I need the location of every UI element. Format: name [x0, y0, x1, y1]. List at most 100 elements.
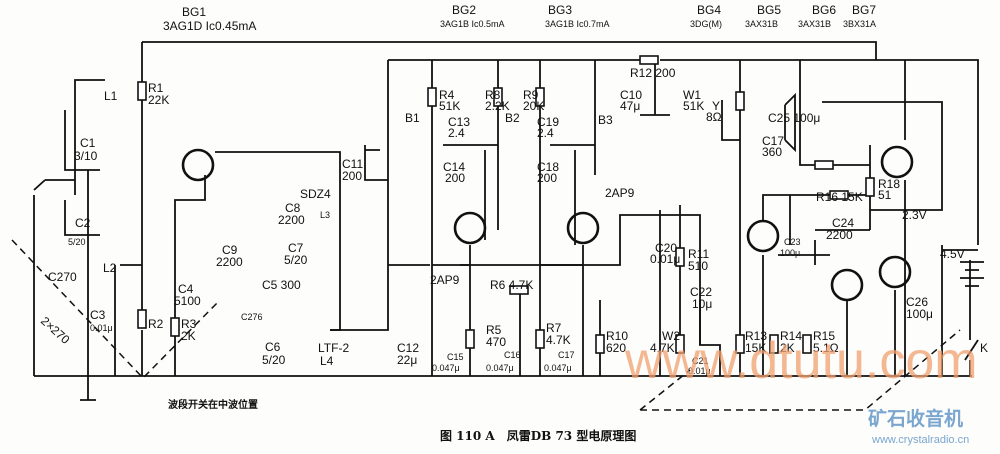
l3-label: L3 [320, 210, 330, 220]
ltf2-label: LTF-2 [318, 341, 349, 355]
r18-value: 51 [878, 188, 892, 202]
r13-label: R13 [745, 329, 767, 343]
c25-label: C25 100μ [768, 111, 820, 125]
power-switch-label: K [980, 341, 988, 355]
w1-label: W1 [683, 88, 701, 102]
r7-value: 4.7K [546, 333, 571, 347]
diode-bottom-label: 2AP9 [430, 273, 460, 287]
w2-value: 4.7K [650, 341, 675, 355]
c2-label: C2 [75, 216, 91, 230]
wires [33, 41, 979, 401]
c6-label: C6 [265, 340, 281, 354]
bg6-label: BG6 [812, 3, 836, 17]
c3-label: C3 [90, 308, 106, 322]
c19-label: C19 [537, 115, 559, 129]
c22-label: C22 [690, 285, 712, 299]
r9-label: R9 [523, 88, 539, 102]
c17-bottom-label: C17 [558, 350, 575, 360]
c5-label: C5 300 [262, 278, 301, 292]
bg2-label: BG2 [452, 3, 476, 17]
gang-link-right [639, 329, 961, 411]
r16-label: R16 15K [816, 190, 863, 204]
c15-label: C15 [447, 352, 464, 362]
r5-label: R5 [486, 323, 502, 337]
bg5-label: BG5 [757, 3, 781, 17]
c276-label: C276 [241, 312, 263, 322]
l1-label: L1 [104, 89, 118, 103]
gang-capacitor-label: 2×270 [38, 314, 73, 347]
c16-label: C16 [504, 350, 521, 360]
bg3-label: BG3 [548, 3, 572, 17]
r14-label: R14 [780, 329, 802, 343]
r18-label: R18 [878, 177, 900, 191]
bg7-spec: 3BX31A [843, 19, 876, 29]
c6-value: 5/20 [262, 353, 286, 367]
r4-label: R4 [439, 88, 455, 102]
r15-value: 5.1Ω [813, 341, 839, 355]
c26-label: C26 [906, 295, 928, 309]
c19-value: 2.4 [537, 126, 554, 140]
c11-label: C11 [342, 157, 363, 171]
c7-label: C7 [288, 241, 304, 255]
l2-label: L2 [103, 261, 117, 275]
speaker-label: Y [712, 99, 720, 113]
c270-label: C270 [48, 270, 77, 284]
c8-value: 2200 [278, 213, 305, 227]
bg4-label: BG4 [697, 3, 721, 17]
c20-value: 0.01μ [650, 252, 680, 266]
r3-label: R3 [181, 317, 197, 331]
speaker-symbol [784, 92, 796, 153]
c12-label: C12 [397, 341, 419, 355]
r4-value: 51K [439, 99, 460, 113]
b1-label: B1 [405, 111, 420, 125]
component-labels: R1 22K L1 C1 3/10 C2 5/20 C270 L2 2×270 … [38, 66, 988, 376]
c20-label: C20 [655, 241, 677, 255]
resistors [137, 55, 875, 354]
w2-label: W2 [662, 329, 680, 343]
bg1-spec: 3AG1D Ic0.45mA [163, 19, 256, 33]
c1-value: 3/10 [74, 149, 98, 163]
c24-label: C24 [832, 216, 854, 230]
c17-top-value: 360 [762, 145, 782, 159]
w1-value: 51K [683, 99, 704, 113]
r13-value: 15K [745, 341, 766, 355]
c17-bottom-value: 0.047μ [544, 363, 572, 373]
c17-top-label: C17 [762, 134, 784, 148]
battery-symbol [960, 261, 984, 287]
c13-label: C13 [448, 115, 470, 129]
c12-value: 22μ [397, 353, 417, 367]
bg4-spec: 3DG(M) [690, 19, 722, 29]
r11-label: R11 [688, 247, 709, 261]
c10-value: 47μ [620, 99, 640, 113]
l4-label: L4 [320, 354, 334, 368]
r7-label: R7 [546, 321, 562, 335]
c7-value: 5/20 [284, 253, 308, 267]
c14-label: C14 [443, 160, 465, 174]
c8-label: C8 [285, 201, 301, 215]
c1-label: C1 [80, 136, 96, 150]
sdz4-label: SDZ4 [300, 187, 331, 201]
bg3-spec: 3AG1B Ic0.7mA [545, 19, 610, 29]
c18-value: 200 [537, 171, 557, 185]
r3-value: 2K [181, 329, 196, 343]
c13-value: 2.4 [448, 126, 465, 140]
c18-label: C18 [537, 160, 559, 174]
battery-voltage: 4.5V [940, 247, 965, 261]
diode-top-label: 2AP9 [605, 186, 635, 200]
c16-value: 0.047μ [486, 363, 514, 373]
watermark-crystalradio-cn: 矿石收音机 [868, 407, 963, 430]
c21-value: 0.01μ [688, 366, 711, 376]
c9-label: C9 [222, 243, 238, 257]
r5-value: 470 [486, 335, 506, 349]
c23-label: C23 [784, 237, 801, 247]
c3-value: 0.01μ [90, 323, 113, 333]
bg1-label: BG1 [182, 5, 206, 19]
r6-label: R6 4.7K [490, 278, 533, 292]
bg5-spec: 3AX31B [745, 19, 778, 29]
c11-value: 200 [342, 169, 362, 183]
r1-label: R1 [148, 81, 164, 95]
voltage-2-3v: 2.3V [902, 208, 927, 222]
r1-value: 22K [148, 93, 169, 107]
